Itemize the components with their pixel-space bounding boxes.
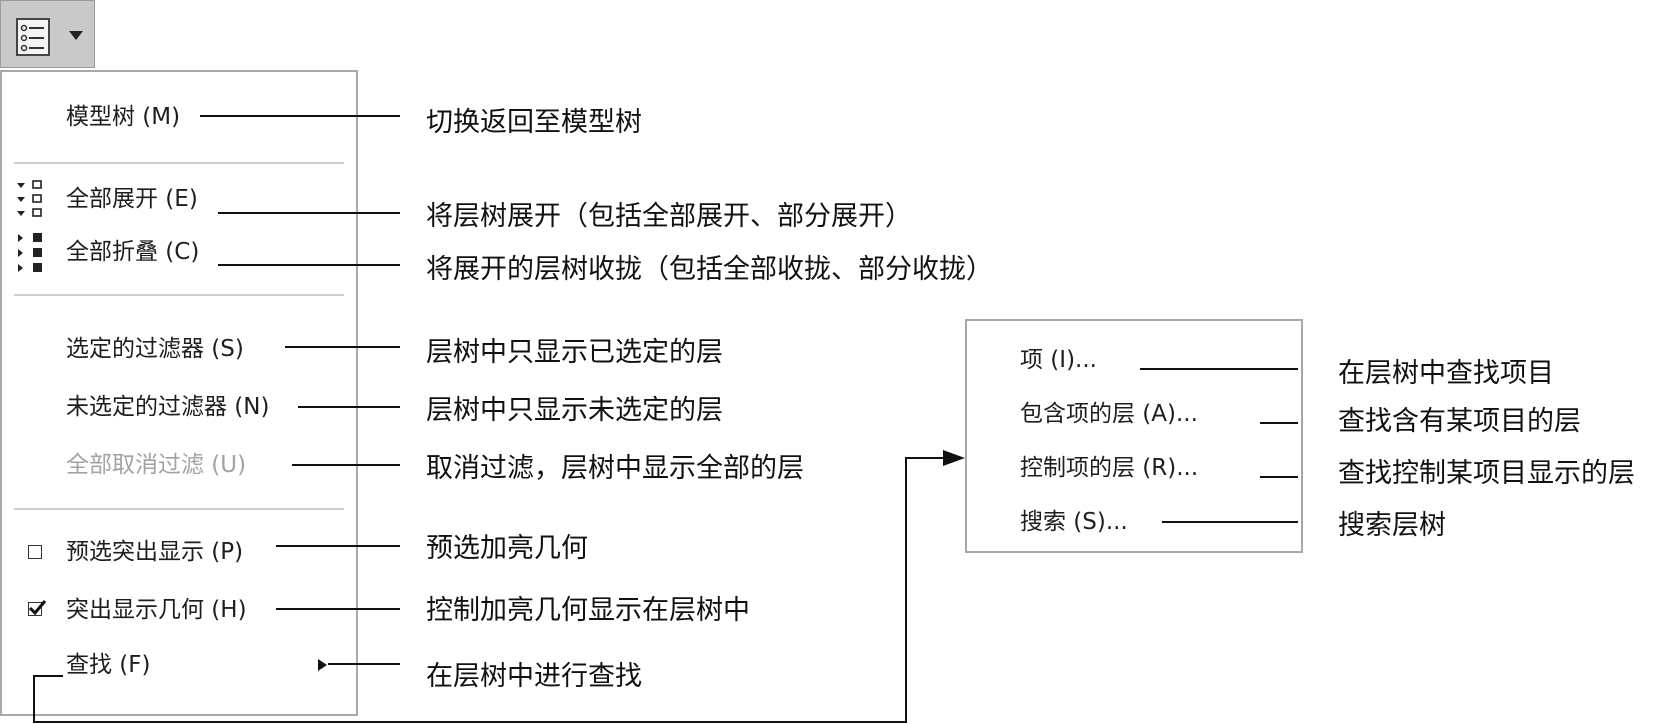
leader-line [1162, 521, 1298, 523]
highlight-geometry-checkbox[interactable] [28, 602, 42, 616]
annotation-find: 在层树中进行查找 [426, 661, 642, 692]
annotation-preselect-highlight: 预选加亮几何 [426, 533, 588, 564]
layer-tree-menu-button[interactable] [0, 0, 95, 68]
submenu-item-layers-controlling-item[interactable]: 控制项的层 (R)... [1020, 455, 1199, 481]
connector-line [33, 675, 35, 723]
menu-item-clear-filters: 全部取消过滤 (U) [66, 452, 247, 478]
annotation-search: 搜索层树 [1338, 510, 1446, 541]
annotation-model-tree: 切换返回至模型树 [426, 107, 642, 138]
annotation-highlight-geometry: 控制加亮几何显示在层树中 [426, 595, 750, 626]
expand-all-icon [17, 180, 42, 217]
annotation-clear-filters: 取消过滤，层树中显示全部的层 [426, 453, 804, 484]
find-submenu: 项 (I)... 包含项的层 (A)... 控制项的层 (R)... 搜索 (S… [965, 319, 1303, 553]
leader-line [298, 406, 400, 408]
annotation-selected-filter: 层树中只显示已选定的层 [426, 337, 723, 368]
menu-separator [14, 162, 344, 164]
leader-line [1260, 422, 1298, 424]
annotation-layers-containing-item: 查找含有某项目的层 [1338, 406, 1581, 437]
caret-down-icon [69, 31, 83, 40]
annotation-unselected-filter: 层树中只显示未选定的层 [426, 395, 723, 426]
connector-line [905, 457, 907, 723]
submenu-item-layers-containing-item[interactable]: 包含项的层 (A)... [1020, 401, 1198, 427]
menu-item-expand-all[interactable]: 全部展开 (E) [66, 186, 198, 212]
annotation-collapse-all: 将展开的层树收拢（包括全部收拢、部分收拢） [426, 254, 993, 285]
connector-line [905, 457, 945, 459]
leader-line [276, 545, 400, 547]
menu-item-find[interactable]: 查找 (F) [66, 652, 151, 678]
layer-tree-dropdown-menu: 模型树 (M) 全部展开 (E) 全部折叠 (C) 选定的过滤器 (S) 未选定… [0, 70, 358, 716]
tree-list-icon [16, 18, 50, 56]
menu-separator [14, 508, 344, 510]
leader-line [285, 346, 400, 348]
menu-item-unselected-filter[interactable]: 未选定的过滤器 (N) [66, 394, 270, 420]
connector-line [33, 675, 63, 677]
arrow-right-icon [943, 450, 965, 466]
collapse-all-icon [18, 233, 42, 272]
submenu-item-item[interactable]: 项 (I)... [1020, 347, 1097, 373]
leader-line [218, 212, 400, 214]
leader-line [292, 464, 400, 466]
leader-line [1260, 476, 1298, 478]
menu-item-highlight-geometry[interactable]: 突出显示几何 (H) [66, 597, 247, 623]
preselect-highlight-checkbox[interactable] [28, 545, 42, 559]
leader-line [218, 264, 400, 266]
leader-line [328, 663, 400, 665]
menu-item-collapse-all[interactable]: 全部折叠 (C) [66, 239, 200, 265]
menu-item-model-tree[interactable]: 模型树 (M) [66, 104, 181, 130]
annotation-expand-all: 将层树展开（包括全部展开、部分展开） [426, 201, 912, 232]
leader-line [1140, 368, 1298, 370]
menu-separator [14, 294, 344, 296]
menu-item-selected-filter[interactable]: 选定的过滤器 (S) [66, 336, 244, 362]
connector-line [33, 721, 907, 723]
leader-line [276, 608, 400, 610]
annotation-item: 在层树中查找项目 [1338, 358, 1554, 389]
menu-item-preselect-highlight[interactable]: 预选突出显示 (P) [66, 539, 244, 565]
leader-line [200, 115, 400, 117]
submenu-arrow-icon [318, 659, 327, 671]
checkmark-icon [28, 600, 47, 616]
submenu-item-search[interactable]: 搜索 (S)... [1020, 509, 1128, 535]
annotation-layers-controlling-item: 查找控制某项目显示的层 [1338, 458, 1635, 489]
